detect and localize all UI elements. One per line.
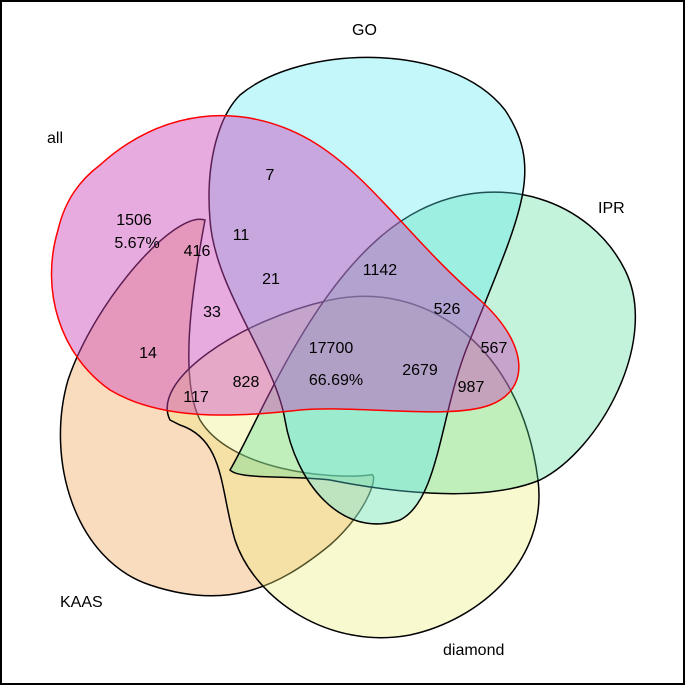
region-labels: 1506 5.67% 7 416 11 21 1142 33 14 17700 … <box>114 167 507 406</box>
region-all-only-pct: 5.67% <box>114 235 159 252</box>
set-kaas-shape <box>59 218 375 597</box>
region-11: 11 <box>233 227 250 244</box>
region-828: 828 <box>233 374 260 391</box>
region-2679: 2679 <box>402 362 438 379</box>
region-526: 526 <box>434 301 461 318</box>
region-987: 987 <box>458 379 485 396</box>
region-14: 14 <box>139 345 157 362</box>
region-center: 17700 <box>309 340 354 357</box>
set-label-kaas: KAAS <box>60 594 103 611</box>
region-416: 416 <box>184 243 211 260</box>
set-label-diamond: diamond <box>443 642 504 659</box>
set-shapes <box>50 56 636 639</box>
region-117: 117 <box>183 389 209 406</box>
set-label-go: GO <box>352 22 377 39</box>
region-1142: 1142 <box>363 262 398 279</box>
region-center-pct: 66.69% <box>309 372 363 389</box>
set-labels: all GO IPR diamond KAAS <box>47 22 625 659</box>
set-label-ipr: IPR <box>598 200 625 217</box>
region-567: 567 <box>481 340 508 357</box>
region-21: 21 <box>262 271 280 288</box>
set-all-shape <box>50 115 520 416</box>
set-label-all: all <box>47 130 63 147</box>
set-diamond-shape <box>166 295 540 639</box>
set-go-shape <box>208 56 526 525</box>
region-7: 7 <box>266 167 275 184</box>
region-33: 33 <box>203 304 221 321</box>
region-all-only: 1506 <box>116 212 152 229</box>
set-ipr-shape <box>229 191 636 495</box>
